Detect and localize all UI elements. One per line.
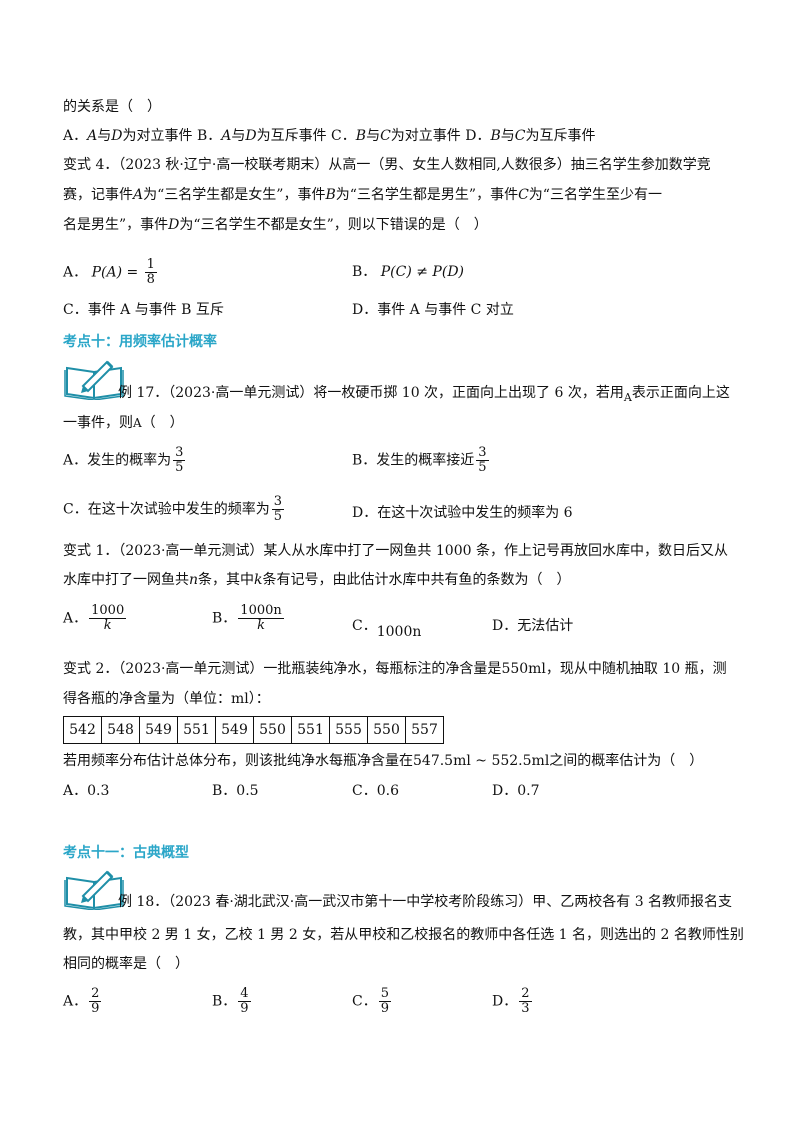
variant4-line1: 变式 4．（2023 秋·辽宁·高一校联考期末）从高一（男、女生人数相同,人数很… — [63, 157, 711, 173]
prev-option-b[interactable]: B．A与D为互斥事件 — [196, 128, 327, 144]
table-cell: 550 — [253, 716, 292, 744]
variant1-line1: 变式 1．（2023·高一单元测试）某人从水库中打了一网鱼共 1000 条，作上… — [63, 543, 728, 559]
variant2-option-c[interactable]: C．0.6 — [352, 783, 399, 799]
table-row: 542 548 549 551 549 550 551 555 550 557 — [63, 716, 444, 744]
table-cell: 542 — [63, 716, 102, 744]
variant4-line2: 赛，记事件A为“三名学生都是女生”，事件B为“三名学生都是男生”，事件C为“三名… — [63, 187, 662, 203]
example17-line2: 一事件，则A（ ） — [63, 415, 184, 431]
variant2-line1: 变式 2．（2023·高一单元测试）一批瓶装纯净水，每瓶标注的净含量是550ml… — [63, 661, 727, 677]
book-pencil-icon — [64, 360, 124, 400]
prev-option-d[interactable]: D．B与C为互斥事件 — [465, 128, 596, 144]
table-cell: 550 — [367, 716, 406, 744]
book-pencil-icon — [64, 870, 124, 910]
table-cell: 555 — [329, 716, 368, 744]
section-heading-10: 考点十：用频率估计概率 — [63, 334, 217, 350]
example18-line3: 相同的概率是（ ） — [63, 956, 189, 972]
variant1-option-c[interactable]: C．1000n — [352, 618, 422, 640]
variant2-option-a[interactable]: A．0.3 — [63, 783, 110, 799]
variant1-line2: 水库中打了一网鱼共n条，其中k条有记号，由此估计水库中共有鱼的条数为（ ） — [63, 572, 571, 588]
table-cell: 548 — [101, 716, 140, 744]
table-cell: 551 — [291, 716, 330, 744]
table-cell: 557 — [405, 716, 444, 744]
prev-question-stem-tail: 的关系是（ ） — [63, 99, 161, 115]
variant4-option-c[interactable]: C．事件 A 与事件 B 互斥 — [63, 302, 224, 318]
variant4-option-b[interactable]: B． P(C) ≠ P(D) — [352, 264, 465, 280]
variant2-line3: 若用频率分布估计总体分布，则该批纯净水每瓶净含量在547.5ml ~ 552.5… — [63, 753, 704, 769]
variant2-line2: 得各瓶的净含量为（单位：ml）： — [63, 691, 270, 707]
example17-line1: 例 17．（2023·高一单元测试）将一枚硬币掷 10 次，正面向上出现了 6 … — [118, 385, 730, 404]
table-cell: 549 — [139, 716, 178, 744]
variant2-option-d[interactable]: D．0.7 — [492, 783, 540, 799]
volume-data-table: 542 548 549 551 549 550 551 555 550 557 — [63, 716, 444, 744]
prev-question-options: A．A与D为对立事件 B．A与D为互斥事件 C．B与C为对立事件 D．B与C为互… — [63, 126, 595, 146]
variant4-line3: 名是男生”，事件D为“三名学生不都是女生”，则以下错误的是（ ） — [63, 217, 488, 233]
example18-line1: 例 18．（2023 春·湖北武汉·高一武汉市第十一中学校考阶段练习）甲、乙两校… — [118, 894, 733, 910]
table-cell: 549 — [215, 716, 254, 744]
variant2-option-b[interactable]: B．0.5 — [212, 783, 259, 799]
prev-option-a[interactable]: A．A与D为对立事件 — [63, 128, 193, 144]
variant4-option-d[interactable]: D．事件 A 与事件 C 对立 — [352, 302, 514, 318]
example18-line2: 教，其中甲校 2 男 1 女，乙校 1 男 2 女，若从甲校和乙校报名的教师中各… — [63, 927, 744, 943]
example17-option-d[interactable]: D．在这十次试验中发生的频率为 6 — [352, 505, 573, 521]
section-heading-11: 考点十一：古典概型 — [63, 845, 189, 861]
table-cell: 551 — [177, 716, 216, 744]
variant1-option-d[interactable]: D．无法估计 — [492, 618, 574, 634]
prev-option-c[interactable]: C．B与C为对立事件 — [331, 128, 461, 144]
